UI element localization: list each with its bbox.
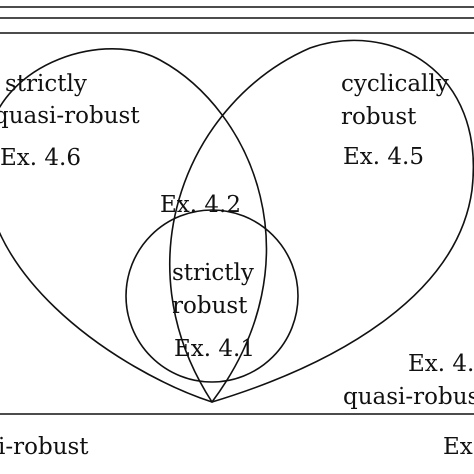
quasi-robust-example: Ex. 4. bbox=[408, 351, 474, 377]
strictly-robust-line2: robust bbox=[172, 293, 248, 319]
strictly-quasi-robust-line2: quasi-robust bbox=[0, 103, 140, 129]
strictly-robust-line1: strictly bbox=[172, 260, 254, 286]
set-strictly-robust-outline bbox=[125, 209, 299, 383]
bottom-right-text: Ex. bbox=[443, 434, 474, 460]
strictly-quasi-robust-line1: strictly bbox=[5, 71, 87, 97]
set-strictly-quasi-robust-outline bbox=[0, 48, 268, 403]
bottom-left-text: i-robust bbox=[0, 434, 89, 460]
set-cyclically-robust-outline bbox=[168, 39, 474, 403]
intersection-example: Ex. 4.2 bbox=[160, 192, 241, 218]
cyclically-robust-example: Ex. 4.5 bbox=[343, 144, 424, 170]
strictly-quasi-robust-example: Ex. 4.6 bbox=[0, 145, 81, 171]
quasi-robust-label: quasi-robust bbox=[343, 384, 474, 410]
cyclically-robust-line2: robust bbox=[341, 104, 417, 130]
cyclically-robust-line1: cyclically bbox=[341, 71, 449, 97]
strictly-robust-example: Ex. 4.1 bbox=[174, 336, 255, 362]
